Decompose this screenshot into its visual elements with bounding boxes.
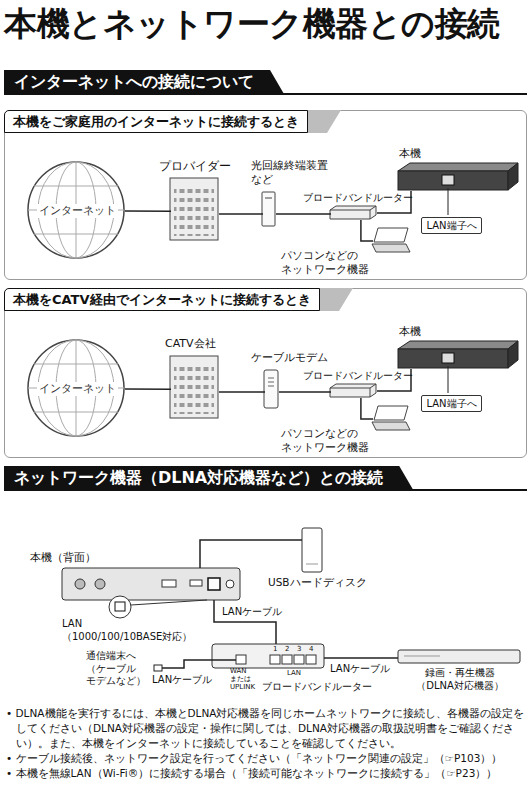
callout-box: LAN端子へ [421, 217, 482, 234]
section-heading: ネットワーク機器（DLNA対応機器など）との接続 [14, 467, 383, 488]
node-label: 本機（背面） [30, 551, 96, 566]
node-label: 録画・再生機器 （DLNA対応機器） [412, 666, 508, 693]
node-label: 本機 [399, 325, 421, 339]
main-unit-rear: 本機（背面） [62, 568, 240, 600]
page-title: 本機とネットワーク機器との接続 [4, 2, 500, 47]
provider-building: プロバイダー [171, 179, 219, 241]
cable-line [279, 391, 331, 393]
cable-label: LANケーブル [152, 674, 212, 687]
port-spec-label: LAN （1000/100/10BASE対応） [62, 618, 202, 643]
internet-globe: インターネット [29, 341, 125, 437]
panel-heading: 本機をCATV経由でインターネットに接続するとき [4, 288, 320, 311]
cable-line [200, 540, 302, 568]
cable-label: LANケーブル [222, 606, 282, 619]
node-label: ケーブルモデム [251, 351, 328, 365]
cable-line [219, 391, 265, 393]
cable-line [361, 220, 373, 241]
note-bullet: • DLNA機能を実行するには、本機とDLNA対応機器を同じホームネットワークに… [6, 706, 527, 751]
port-number: 1 [273, 645, 277, 654]
broadband-router: ブロードバンドルーター [331, 207, 377, 220]
destination-label: 通信端末へ （ケーブル モデムなど） [86, 650, 152, 688]
node-label: インターネット [37, 382, 118, 397]
cable-line [219, 213, 263, 215]
node-label: プロバイダー [159, 159, 231, 175]
section-heading: インターネットへの接続について [14, 71, 254, 92]
node-label: ブロードバンドルーター [262, 680, 372, 693]
node-label: インターネット [37, 204, 118, 219]
node-label: LAN端子へ [426, 397, 476, 410]
main-unit: 本機 [399, 342, 519, 369]
internet-globe: インターネット [29, 163, 125, 259]
cable-line [125, 388, 171, 390]
node-label: 光回線終端装置 など [251, 159, 335, 187]
port-label: LAN [287, 669, 301, 678]
panel-heading: 本機をご家庭用のインターネットに接続するとき [4, 110, 308, 133]
node-label: パソコンなどの ネットワーク機器 [281, 427, 371, 455]
node-label: ブロードバンドルーター [303, 369, 413, 382]
cable-line [324, 657, 398, 659]
node-label: LAN端子へ [426, 219, 476, 232]
note-bullet: • 本機を無線LAN（Wi-Fi®）に接続する場合（「接続可能なネットワークに接… [6, 766, 527, 781]
optical-terminal: 光回線終端装置 など [263, 193, 276, 227]
main-unit: 本機 [399, 164, 519, 191]
port-number: 4 [309, 645, 313, 654]
callout-box: LAN端子へ [421, 395, 482, 412]
node-label: CATV会社 [165, 337, 216, 352]
connection-panel: 本機をご家庭用のインターネットに接続するときインターネットプロバイダー光回線終端… [4, 110, 527, 280]
cable-modem: ケーブルモデム [265, 371, 279, 409]
port-number: 3 [297, 645, 301, 654]
note-bullet: • ケーブル接続後、ネットワーク設定を行ってください（「ネットワーク関連の設定」… [6, 751, 527, 766]
node-label: ブロードバンドルーター [303, 191, 413, 204]
cable-line [361, 398, 373, 419]
catv-building: CATV会社 [171, 357, 219, 419]
node-label: USBハードディスク [268, 576, 367, 590]
port-number: 2 [285, 645, 289, 654]
tab-accent [319, 288, 353, 311]
dlna-recorder: 録画・再生機器 （DLNA対応機器） [398, 650, 520, 663]
node-label: パソコンなどの ネットワーク機器 [281, 249, 371, 277]
cable-line [125, 210, 171, 212]
laptop-pc: パソコンなどの ネットワーク機器 [373, 407, 411, 431]
node-label: 本機 [399, 147, 421, 161]
section-band: インターネットへの接続について [4, 70, 284, 94]
section-band: ネットワーク機器（DLNA対応機器など）との接続 [4, 466, 413, 490]
broadband-router: ブロードバンドルーター [331, 385, 377, 398]
cable-line [276, 213, 331, 215]
usb-hdd: USBハードディスク [302, 528, 322, 572]
laptop-pc: パソコンなどの ネットワーク機器 [373, 229, 411, 253]
port-label: WAN または UPLINK [230, 667, 258, 691]
connection-panel: 本機をCATV経由でインターネットに接続するときインターネットCATV会社ケーブ… [4, 288, 527, 458]
broadband-router: ブロードバンドルーター [212, 644, 324, 668]
tab-accent [307, 110, 341, 133]
notes-block: • DLNA機能を実行するには、本機とDLNA対応機器を同じホームネットワークに… [6, 706, 527, 781]
cable-label: LANケーブル [330, 663, 390, 676]
